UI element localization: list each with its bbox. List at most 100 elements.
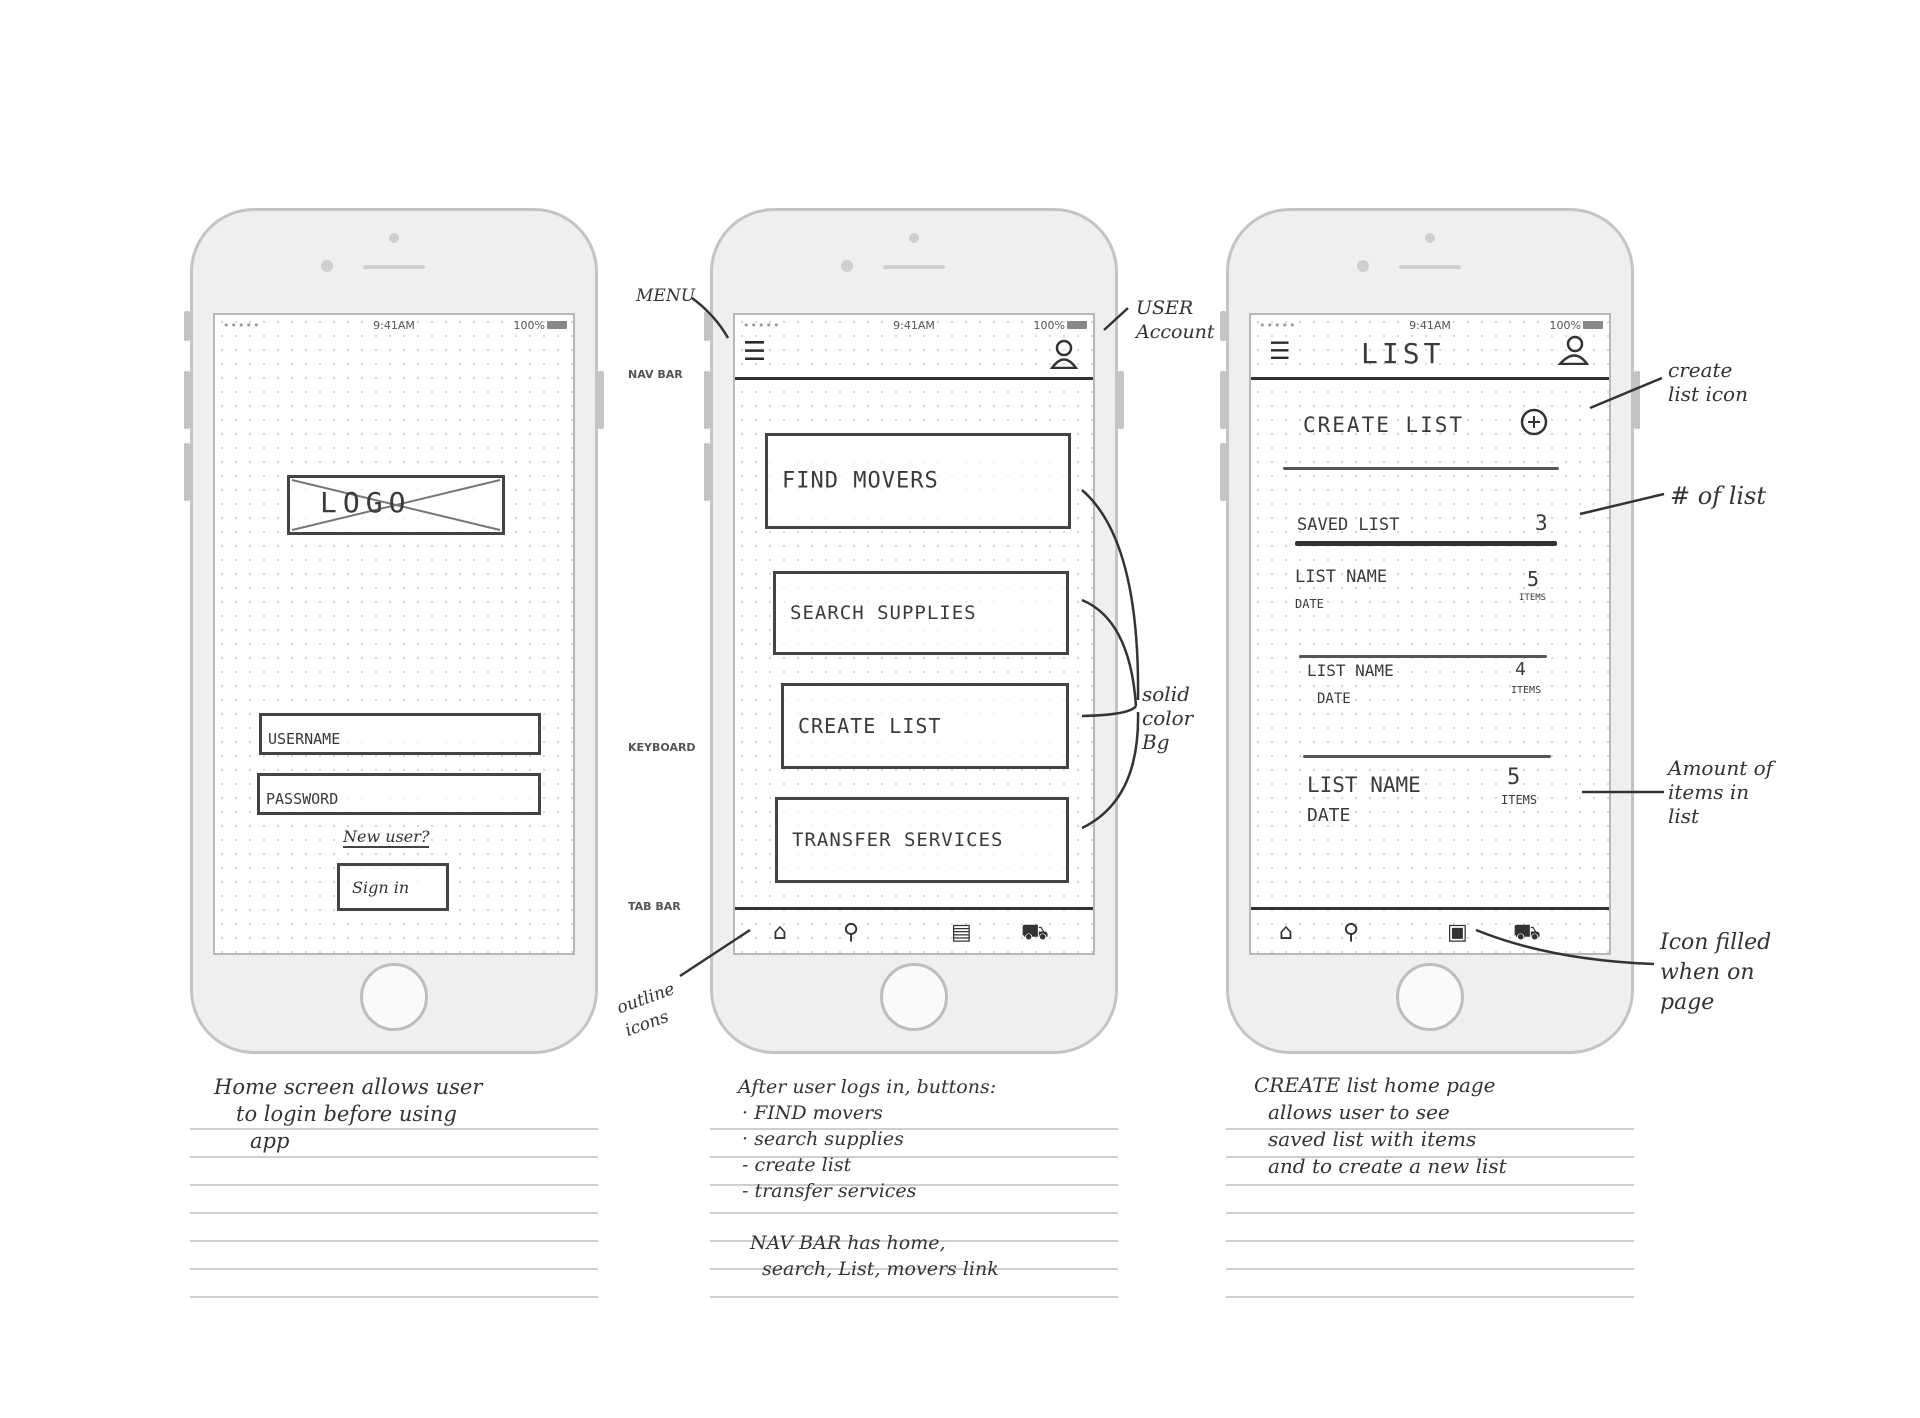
- battery-icon: [547, 321, 567, 329]
- login-caption-line-1: Home screen allows user: [214, 1075, 483, 1099]
- menu-caption-line-6: [738, 1204, 999, 1230]
- list-item-date: DATE: [1295, 597, 1324, 611]
- status-bar: ••••• 9:41AM 100%: [215, 319, 573, 333]
- list-item-date: DATE: [1317, 691, 1351, 707]
- tab-bar-divider: [1251, 907, 1609, 910]
- battery-icon: [1583, 321, 1603, 329]
- list-item-date: DATE: [1307, 805, 1351, 826]
- sign-in-label: Sign in: [352, 878, 410, 897]
- saved-list-count: 3: [1535, 511, 1548, 535]
- search-supplies-button[interactable]: SEARCH SUPPLIES: [773, 571, 1069, 655]
- status-bar: ••••• 9:41AM 100%: [1251, 319, 1609, 333]
- list-item-count: 5: [1507, 765, 1521, 790]
- status-time: 9:41AM: [373, 319, 415, 332]
- create-list-label[interactable]: CREATE LIST: [1303, 413, 1465, 437]
- home-button[interactable]: [1396, 963, 1464, 1031]
- solid-bg-arrow-3: [1081, 705, 1138, 718]
- battery-icon: [1067, 321, 1087, 329]
- caption-lines-3: [1226, 1102, 1634, 1300]
- camera-dot: [1425, 233, 1435, 243]
- saved-list-label: SAVED LIST: [1297, 515, 1400, 535]
- username-field[interactable]: USERNAME: [259, 713, 541, 755]
- list-icon[interactable]: ▤: [951, 920, 972, 945]
- amount-items-line-1: Amount of: [1668, 756, 1774, 780]
- password-placeholder: PASSWORD: [266, 790, 339, 808]
- menu-caption-line-7: NAV BAR has home,: [750, 1232, 946, 1254]
- battery-percent: 100%: [513, 319, 545, 332]
- menu-arrow: [691, 296, 730, 339]
- camera-dot: [389, 233, 399, 243]
- logo-placeholder: LOGO: [287, 475, 505, 535]
- phone-menu: ••••• 9:41AM 100% ☰ FIND MOVERS SEARCH S…: [704, 208, 1124, 1054]
- home-button[interactable]: [880, 963, 948, 1031]
- list-divider: [1303, 755, 1551, 758]
- password-field[interactable]: PASSWORD: [257, 773, 541, 815]
- user-account-arrow: [1103, 307, 1129, 331]
- plus-circle-icon[interactable]: [1519, 407, 1549, 437]
- speaker-slot: [1399, 265, 1461, 269]
- list-item[interactable]: LIST NAME DATE 5 ITEMS: [1295, 567, 1555, 647]
- icon-filled-arrow: [1475, 928, 1655, 966]
- search-supplies-label: SEARCH SUPPLIES: [790, 602, 977, 624]
- menu-caption-line-3: · search supplies: [742, 1128, 904, 1150]
- login-caption-line-3: app: [250, 1129, 290, 1153]
- outline-icons-arrow: [679, 928, 751, 978]
- transfer-services-button[interactable]: TRANSFER SERVICES: [775, 797, 1069, 883]
- user-account-line-1: USER: [1136, 297, 1194, 319]
- new-user-link[interactable]: New user?: [343, 827, 430, 848]
- menu-caption: After user logs in, buttons: · FIND move…: [738, 1074, 999, 1282]
- page-title: LIST: [1361, 337, 1445, 370]
- list-item-unit: ITEMS: [1511, 685, 1542, 696]
- status-bar: ••••• 9:41AM 100%: [735, 319, 1093, 333]
- amount-items-line-3: list: [1668, 804, 1700, 828]
- nav-bar-label: NAV BAR: [628, 368, 683, 381]
- user-icon[interactable]: [1049, 339, 1079, 369]
- menu-caption-line-2: · FIND movers: [742, 1102, 883, 1124]
- menu-caption-line-4: - create list: [742, 1154, 852, 1176]
- amount-items-annotation: Amount of items in list: [1668, 756, 1773, 828]
- keyboard-label: KEYBOARD: [628, 741, 696, 754]
- find-movers-button[interactable]: FIND MOVERS: [765, 433, 1071, 529]
- battery-percent: 100%: [1549, 319, 1581, 332]
- home-icon[interactable]: ⌂: [1279, 920, 1293, 945]
- login-caption: Home screen allows user to login before …: [214, 1074, 482, 1155]
- solid-bg-arrow-4: [1081, 711, 1140, 830]
- user-account-line-2: Account: [1136, 321, 1215, 343]
- status-time: 9:41AM: [893, 319, 935, 332]
- hamburger-menu-icon[interactable]: ☰: [1269, 337, 1291, 365]
- list-icon[interactable]: ▣: [1447, 920, 1468, 945]
- sign-in-button[interactable]: Sign in: [337, 863, 449, 911]
- list-item[interactable]: LIST NAME DATE 4 ITEMS: [1307, 659, 1557, 741]
- phone-login: ••••• 9:41AM 100% LOGO USERNAME PASSWORD…: [184, 208, 604, 1054]
- search-icon[interactable]: ⚲: [1343, 920, 1360, 945]
- caption-lines-2: [710, 1102, 1118, 1300]
- list-item-unit: ITEMS: [1519, 593, 1547, 603]
- menu-caption-line-5: - transfer services: [742, 1180, 917, 1202]
- user-account-annotation: USER Account: [1136, 296, 1215, 344]
- icon-filled-line-1: Icon filled: [1660, 930, 1772, 955]
- search-icon[interactable]: ⚲: [843, 920, 860, 945]
- menu-screen: ••••• 9:41AM 100% ☰ FIND MOVERS SEARCH S…: [733, 313, 1095, 955]
- username-placeholder: USERNAME: [268, 730, 341, 748]
- signal-indicator: •••••: [223, 319, 261, 332]
- list-item-unit: ITEMS: [1501, 793, 1538, 807]
- front-camera: [1357, 260, 1369, 272]
- truck-icon[interactable]: ⛟: [1021, 920, 1049, 945]
- menu-annotation: MENU: [636, 286, 696, 306]
- signal-indicator: •••••: [1259, 319, 1297, 332]
- home-button[interactable]: [360, 963, 428, 1031]
- list-item-name: LIST NAME: [1295, 567, 1388, 587]
- create-icon-line-2: list icon: [1668, 382, 1748, 406]
- hamburger-menu-icon[interactable]: ☰: [743, 337, 767, 367]
- create-list-button[interactable]: CREATE LIST: [781, 683, 1069, 769]
- status-time: 9:41AM: [1409, 319, 1451, 332]
- list-item[interactable]: LIST NAME DATE 5 ITEMS: [1307, 765, 1557, 853]
- menu-caption-line-8: search, List, movers link: [762, 1258, 999, 1280]
- list-item-count: 4: [1515, 659, 1526, 680]
- truck-icon[interactable]: ⛟: [1513, 920, 1541, 945]
- caption-lines-1: [190, 1102, 598, 1300]
- home-icon[interactable]: ⌂: [773, 920, 787, 945]
- front-camera: [321, 260, 333, 272]
- logo-text: LOGO: [320, 486, 412, 519]
- user-icon[interactable]: [1557, 335, 1589, 365]
